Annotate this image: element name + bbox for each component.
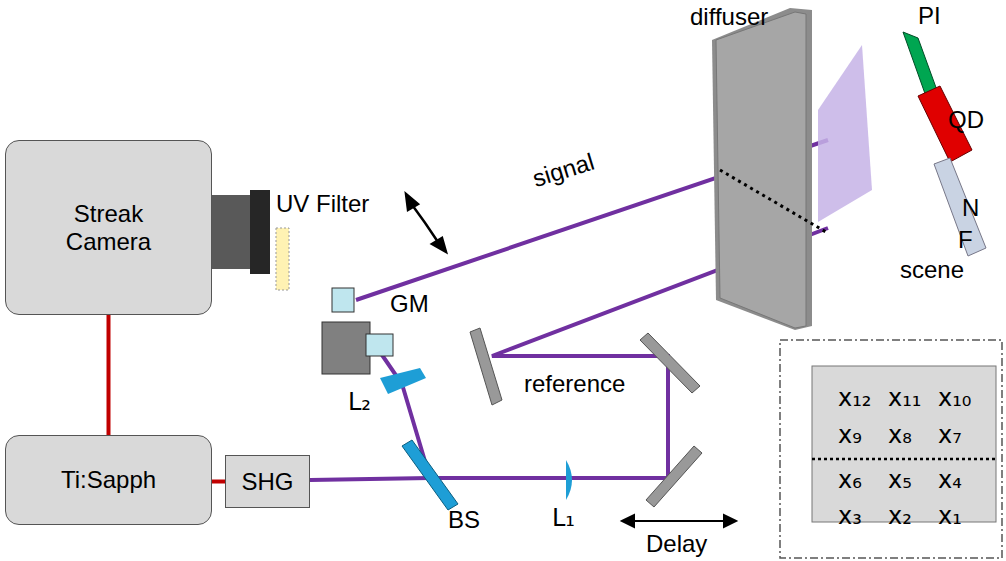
beam-splitter xyxy=(402,440,458,510)
part-label: GM xyxy=(390,292,429,316)
part-label: L₁ xyxy=(552,506,575,530)
box-label: Ti:Sapph xyxy=(61,466,156,494)
inset-frame xyxy=(780,340,1002,558)
mirror xyxy=(646,446,702,507)
position-label: x₁₂ xyxy=(838,386,871,410)
diffuser-side xyxy=(712,8,812,330)
position-label: x₅ xyxy=(888,468,912,492)
lens-l2 xyxy=(380,368,426,394)
position-label: x₃ xyxy=(838,504,862,528)
delay-arrow xyxy=(622,515,736,527)
box-label: SHG xyxy=(241,468,293,496)
position-label: x₂ xyxy=(888,504,912,528)
diffuser-split xyxy=(720,170,826,232)
sync-cable xyxy=(108,315,109,435)
position-label: x₁ xyxy=(938,504,962,528)
scan-arrow xyxy=(406,194,446,252)
instrument-box: Ti:Sapph xyxy=(5,435,212,525)
sync-cable xyxy=(212,481,225,482)
inset-panel xyxy=(812,366,996,522)
nd-filter xyxy=(934,158,986,256)
part-label: N xyxy=(962,196,979,220)
part-label: QD xyxy=(948,108,984,132)
part-label: BS xyxy=(448,508,480,532)
part-label: diffuser xyxy=(690,5,768,29)
part-label: scene xyxy=(900,258,964,282)
galvo-mirror-2 xyxy=(366,334,393,356)
position-label: x₈ xyxy=(888,423,912,447)
part-label: PI xyxy=(918,4,941,28)
scatter-cone xyxy=(818,45,872,222)
position-label: x₆ xyxy=(838,468,862,492)
mirror xyxy=(470,328,502,405)
shg-box: SHG xyxy=(225,455,310,508)
lens-front xyxy=(250,190,270,274)
part-label: reference xyxy=(524,372,625,396)
galvo-body xyxy=(322,322,370,374)
position-label: x₉ xyxy=(838,423,862,447)
mirror xyxy=(640,333,700,393)
position-label: x₇ xyxy=(938,423,962,447)
instrument-box: Streak Camera xyxy=(5,140,212,315)
position-label: x₄ xyxy=(938,468,962,492)
lens-tube xyxy=(212,195,254,269)
part-label: Delay xyxy=(646,532,707,556)
lens-l1 xyxy=(566,460,572,500)
part-label: signal xyxy=(530,150,597,191)
galvo-mirror-1 xyxy=(332,288,354,312)
position-label: x₁₁ xyxy=(888,386,921,410)
part-label: F xyxy=(958,228,973,252)
box-label: Streak Camera xyxy=(49,200,169,255)
split-line xyxy=(812,458,996,461)
part-label: L₂ xyxy=(348,390,371,414)
diffuser-slab xyxy=(716,12,806,328)
position-label: x₁₀ xyxy=(938,386,971,410)
part-label: UV Filter xyxy=(276,192,369,216)
uv-filter xyxy=(276,228,289,290)
